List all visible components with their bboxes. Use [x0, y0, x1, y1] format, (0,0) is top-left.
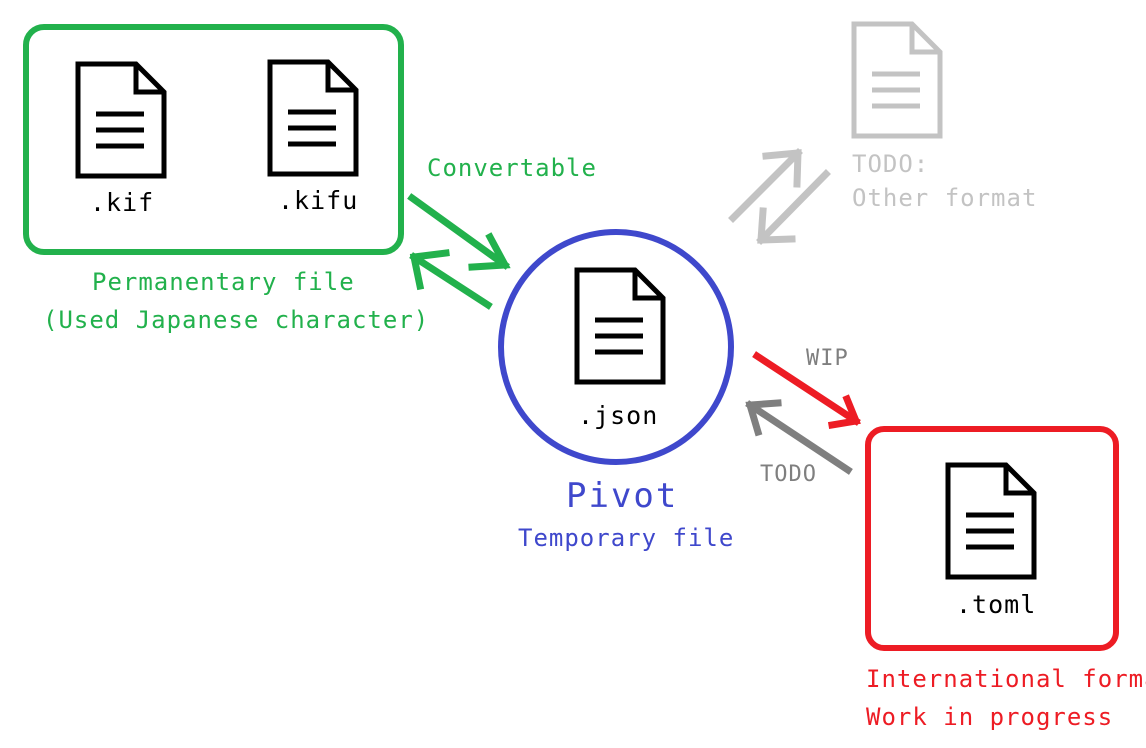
kif-file-label: .kif: [90, 188, 155, 217]
convertable-label: Convertable: [427, 154, 597, 182]
toml-file-label: .toml: [956, 590, 1037, 619]
todo-other-label: TODO:: [852, 150, 930, 178]
toml-document-icon: [948, 465, 1034, 577]
json-document-icon: [577, 270, 663, 382]
work-in-progress-label: Work in progress: [866, 703, 1114, 731]
pivot-circle: [498, 229, 734, 465]
pivot-label: Pivot: [566, 476, 679, 516]
json-file-label: .json: [578, 401, 659, 430]
todo-other-arrows: [728, 148, 831, 245]
permanent-files-box: [23, 24, 404, 255]
wip-arrow: [752, 351, 861, 430]
international-format-label: International format: [866, 665, 1146, 693]
kifu-file-label: .kifu: [278, 186, 359, 215]
convertable-arrows: [407, 193, 511, 310]
kif-document-icon: [78, 64, 164, 176]
todo-document-icon: [854, 24, 940, 136]
japanese-character-note: (Used Japanese character): [43, 306, 430, 334]
todo-arrow: [745, 399, 853, 475]
temporary-file-label: Temporary file: [518, 524, 735, 552]
permanent-file-label: Permanentary file: [92, 268, 355, 296]
todo-label: TODO: [760, 462, 817, 487]
kifu-document-icon: [270, 62, 356, 174]
international-format-box: [865, 426, 1119, 651]
wip-label: WIP: [806, 346, 849, 371]
other-format-label: Other format: [852, 184, 1038, 212]
